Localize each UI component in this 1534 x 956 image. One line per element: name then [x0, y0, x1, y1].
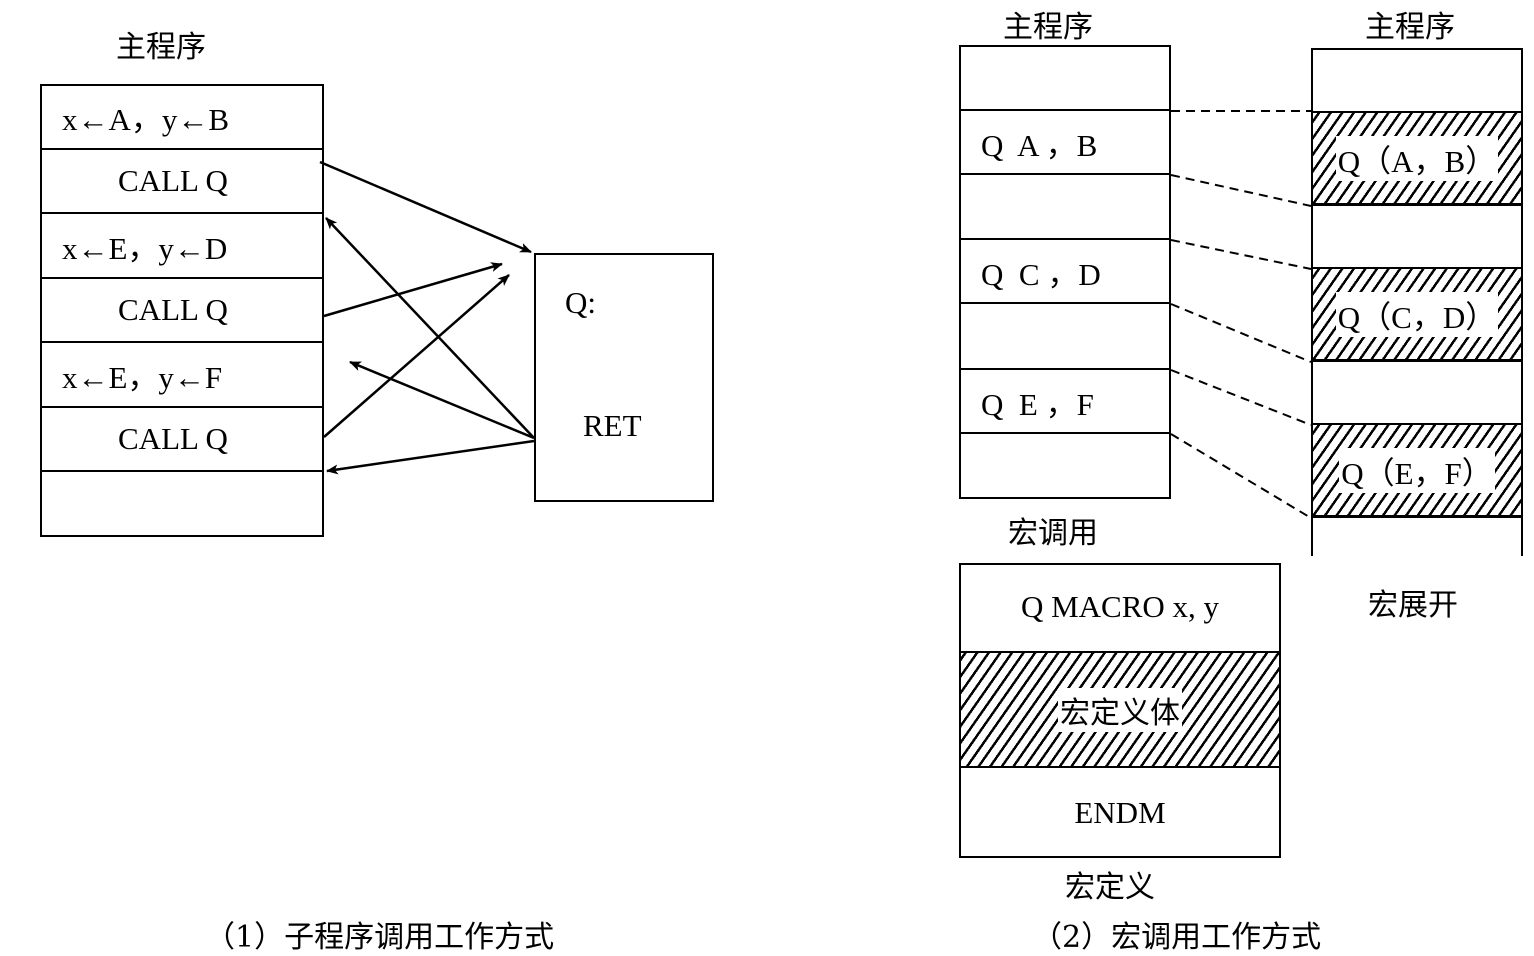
macro-expand-main-title: 主程序: [1365, 10, 1455, 45]
expand-link-4: [1170, 303, 1312, 363]
return-arrow-3: [326, 439, 535, 475]
macro-def-label: 宏定义: [1065, 870, 1155, 905]
left-row-assign-ab: x←A，y←B: [40, 84, 324, 150]
macro-call-row-qcd: Q C ，D: [959, 240, 1171, 304]
macro-def-box: [959, 563, 1281, 858]
expand-link-5: [1170, 369, 1312, 426]
macro-def-header: Q MACRO x, y: [959, 563, 1281, 653]
expand-link-3: [1170, 239, 1312, 270]
macro-call-box: [959, 45, 1171, 499]
macro-call-row-empty-3: [959, 304, 1171, 370]
return-arrow-2: [349, 360, 535, 440]
left-caption: （1）子程序调用工作方式: [205, 920, 555, 955]
left-row-assign-ed: x←E，y←D: [40, 214, 324, 279]
return-arrow-1: [325, 217, 535, 439]
left-main-program-title: 主程序: [116, 30, 206, 65]
macro-expand-row-empty-1: [1311, 48, 1523, 113]
left-row-assign-ef: x←E，y←F: [40, 343, 324, 408]
macro-call-row-qef: Q E ，F: [959, 370, 1171, 434]
expand-link-2: [1170, 174, 1312, 207]
macro-expand-row-qab: Q（A，B）: [1311, 113, 1523, 206]
macro-def-end: ENDM: [1074, 795, 1166, 830]
call-arrow-1: [319, 160, 532, 254]
left-main-program-box: [40, 84, 324, 537]
macro-expand-row-qef: Q（E，F）: [1311, 425, 1523, 518]
subroutine-entry-label: Q:: [565, 285, 596, 320]
macro-expand-label: 宏展开: [1368, 588, 1458, 623]
macro-call-row-qab: Q A ，B: [959, 111, 1171, 175]
call-arrow-3: [323, 274, 510, 438]
subroutine-q-box: [534, 253, 714, 502]
left-row-call-3: CALL Q: [40, 408, 324, 472]
right-caption: （2）宏调用工作方式: [1032, 920, 1322, 955]
macro-call-row-empty-2: [959, 175, 1171, 240]
macro-call-main-title: 主程序: [1003, 10, 1093, 45]
expand-link-6: [1170, 433, 1312, 519]
macro-expand-row-empty-2: [1311, 206, 1523, 269]
call-arrow-2: [323, 262, 503, 318]
macro-def-body: 宏定义体: [961, 653, 1279, 768]
macro-expand-row-empty-3: [1311, 362, 1523, 425]
subroutine-ret-label: RET: [583, 408, 642, 443]
macro-call-label: 宏调用: [1008, 516, 1098, 551]
left-row-call-2: CALL Q: [40, 279, 324, 343]
macro-call-row-empty-1: [959, 45, 1171, 111]
left-row-call-1: CALL Q: [40, 150, 324, 214]
macro-expand-row-qcd: Q（C，D）: [1311, 269, 1523, 362]
